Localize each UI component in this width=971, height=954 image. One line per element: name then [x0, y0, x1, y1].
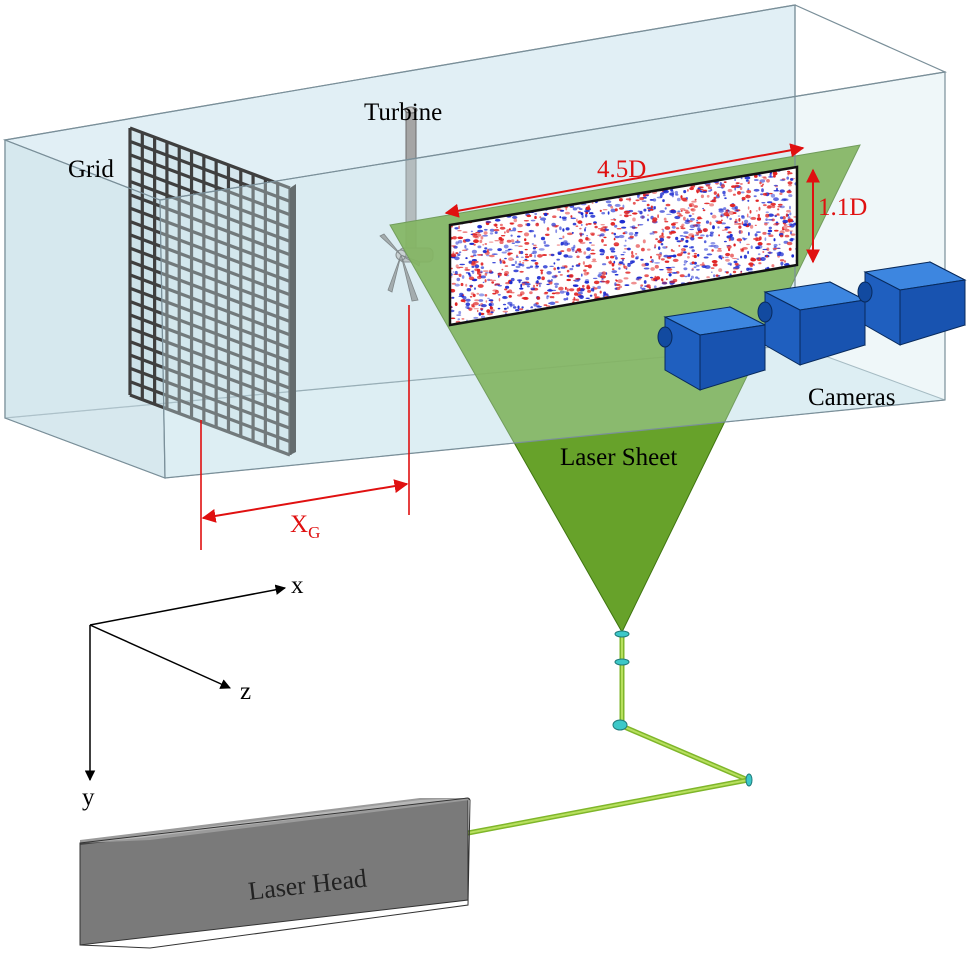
beam-path	[467, 632, 749, 836]
axis-y-label: y	[82, 784, 95, 811]
laser-sheet-label: Laser Sheet	[560, 444, 677, 471]
mirror-icon	[612, 630, 753, 787]
dimension-xg	[200, 305, 410, 550]
xg-label-main: X	[290, 511, 308, 538]
camera-2	[757, 281, 867, 366]
grid-icon	[128, 126, 296, 457]
axis-x-label: x	[291, 572, 304, 599]
turbine-label: Turbine	[364, 99, 442, 126]
axes	[84, 584, 287, 782]
dimension-4.5d	[444, 143, 805, 218]
cameras-label: Cameras	[808, 384, 895, 411]
grid-label: Grid	[68, 156, 114, 183]
laser-head-icon	[79, 797, 471, 949]
xg-label-sub: G	[308, 523, 320, 542]
tank-top-edge	[2, 4, 948, 201]
camera-1	[657, 306, 767, 391]
dimension-4.5d-label: 4.5D	[597, 156, 646, 183]
camera-icon	[657, 261, 967, 391]
axis-z-label: z	[240, 678, 251, 705]
xg-label: XG	[290, 511, 320, 542]
camera-3	[857, 261, 967, 346]
dimension-1.1d-label: 1.1D	[818, 194, 867, 221]
